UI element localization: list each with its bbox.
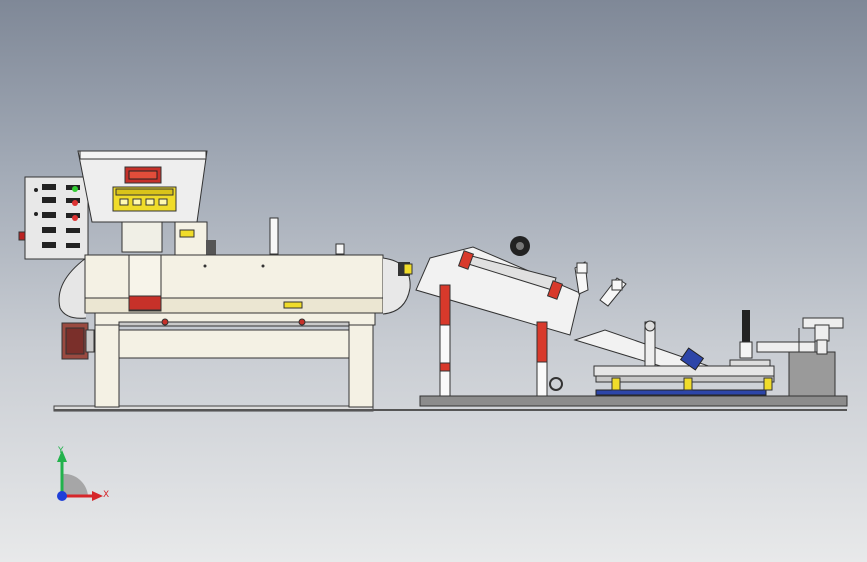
end-cabinet: [756, 317, 844, 397]
x-axis-label: X: [103, 490, 109, 500]
drive-motor: [61, 322, 95, 360]
z-axis-dot: [57, 491, 67, 501]
left-belt-guard: [58, 257, 87, 319]
inclined-conveyor: [415, 236, 627, 336]
coordinate-triad: Y X: [57, 446, 109, 501]
y-arrow-head: [57, 450, 67, 462]
conveyor-legs: [439, 284, 563, 397]
support-frame: [94, 312, 376, 408]
discharge-unit: [573, 310, 775, 396]
x-arrow-head: [92, 491, 103, 501]
extruder-housing: [174, 221, 216, 257]
main-body: [84, 217, 413, 315]
control-panel: [18, 176, 89, 260]
y-axis-label: Y: [57, 446, 64, 456]
triad-sector: [62, 473, 88, 496]
floor-base: [53, 395, 848, 412]
